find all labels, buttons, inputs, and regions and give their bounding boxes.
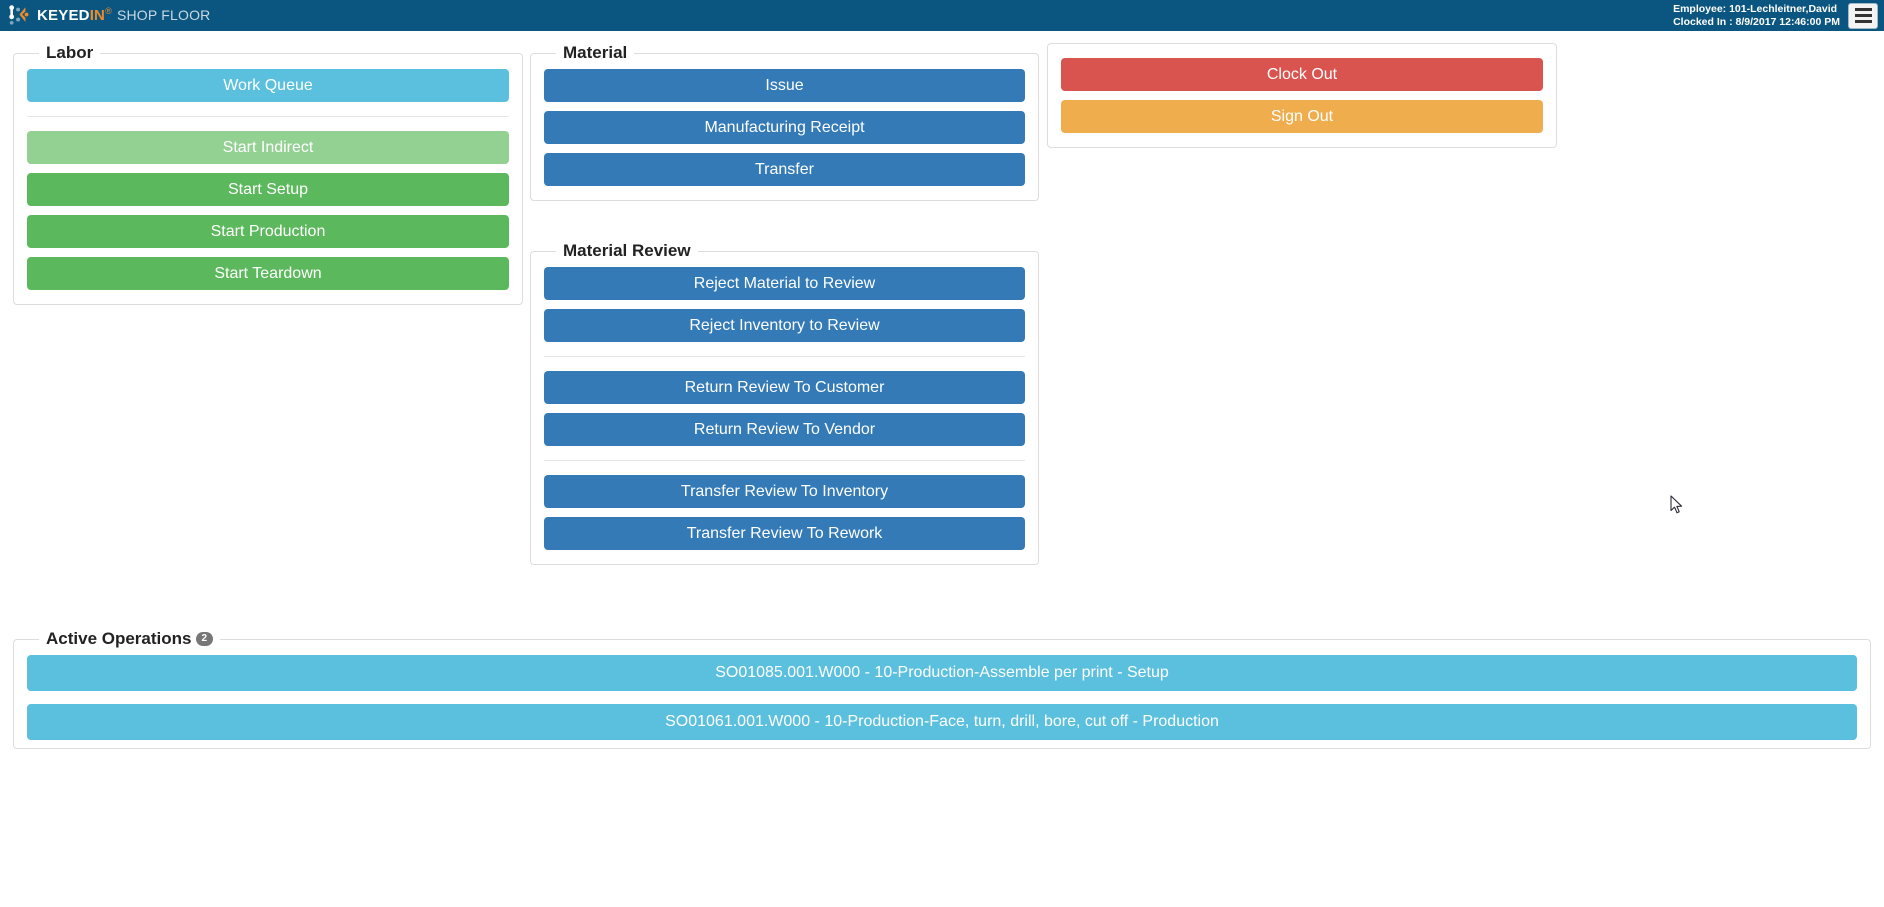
clocked-in-time: Clocked In : 8/9/2017 12:46:00 PM bbox=[1673, 15, 1840, 28]
review-separator-2 bbox=[544, 460, 1025, 461]
start-setup-button[interactable]: Start Setup bbox=[27, 173, 509, 206]
start-production-button[interactable]: Start Production bbox=[27, 215, 509, 248]
active-operation-item[interactable]: SO01061.001.W000 - 10-Production-Face, t… bbox=[27, 704, 1857, 740]
mouse-cursor bbox=[1670, 495, 1683, 514]
material-panel: Material Issue Manufacturing Receipt Tra… bbox=[530, 43, 1039, 201]
reject-material-to-review-button[interactable]: Reject Material to Review bbox=[544, 267, 1025, 300]
start-indirect-button[interactable]: Start Indirect bbox=[27, 131, 509, 164]
issue-button[interactable]: Issue bbox=[544, 69, 1025, 102]
sign-out-button[interactable]: Sign Out bbox=[1061, 100, 1543, 133]
employee-name: Employee: 101-Lechleitner,David bbox=[1673, 2, 1838, 15]
start-teardown-button[interactable]: Start Teardown bbox=[27, 257, 509, 290]
material-review-panel-title: Material Review bbox=[563, 241, 691, 260]
active-operation-item[interactable]: SO01085.001.W000 - 10-Production-Assembl… bbox=[27, 655, 1857, 691]
brand-registered-mark: ® bbox=[105, 5, 112, 16]
hamburger-bar bbox=[1854, 8, 1872, 11]
header-right: Employee: 101-Lechleitner,David Clocked … bbox=[1673, 0, 1878, 31]
hamburger-bar bbox=[1854, 14, 1872, 17]
hamburger-bar bbox=[1854, 20, 1872, 23]
labor-separator bbox=[27, 116, 509, 117]
brand-keyed: KEYED bbox=[37, 6, 90, 24]
labor-panel-title: Labor bbox=[46, 43, 94, 62]
reject-inventory-to-review-button[interactable]: Reject Inventory to Review bbox=[544, 309, 1025, 342]
app-header: KEYEDIN® SHOP FLOOR Employee: 101-Lechlei… bbox=[0, 0, 1884, 31]
clock-out-button[interactable]: Clock Out bbox=[1061, 58, 1543, 91]
manufacturing-receipt-button[interactable]: Manufacturing Receipt bbox=[544, 111, 1025, 144]
active-operations-label: Active Operations bbox=[46, 629, 192, 648]
transfer-button[interactable]: Transfer bbox=[544, 153, 1025, 186]
material-review-panel: Material Review Reject Material to Revie… bbox=[530, 241, 1039, 565]
keyedin-logo-icon bbox=[9, 4, 29, 25]
brand: KEYEDIN® SHOP FLOOR bbox=[8, 4, 210, 26]
return-review-to-customer-button[interactable]: Return Review To Customer bbox=[544, 371, 1025, 404]
material-panel-title: Material bbox=[563, 43, 628, 62]
transfer-review-to-inventory-button[interactable]: Transfer Review To Inventory bbox=[544, 475, 1025, 508]
labor-panel: Labor Work Queue Start Indirect Start Se… bbox=[13, 43, 523, 305]
transfer-review-to-rework-button[interactable]: Transfer Review To Rework bbox=[544, 517, 1025, 550]
session-panel: Clock Out Sign Out bbox=[1047, 43, 1557, 148]
active-operations-count-badge: 2 bbox=[195, 632, 214, 646]
hamburger-menu-icon[interactable] bbox=[1848, 2, 1878, 29]
page-body: Labor Work Queue Start Indirect Start Se… bbox=[0, 31, 1884, 907]
employee-info: Employee: 101-Lechleitner,David Clocked … bbox=[1673, 3, 1840, 29]
review-separator-1 bbox=[544, 356, 1025, 357]
work-queue-button[interactable]: Work Queue bbox=[27, 69, 509, 102]
brand-in: IN bbox=[89, 6, 106, 24]
return-review-to-vendor-button[interactable]: Return Review To Vendor bbox=[544, 413, 1025, 446]
brand-suffix: SHOP FLOOR bbox=[116, 6, 211, 23]
